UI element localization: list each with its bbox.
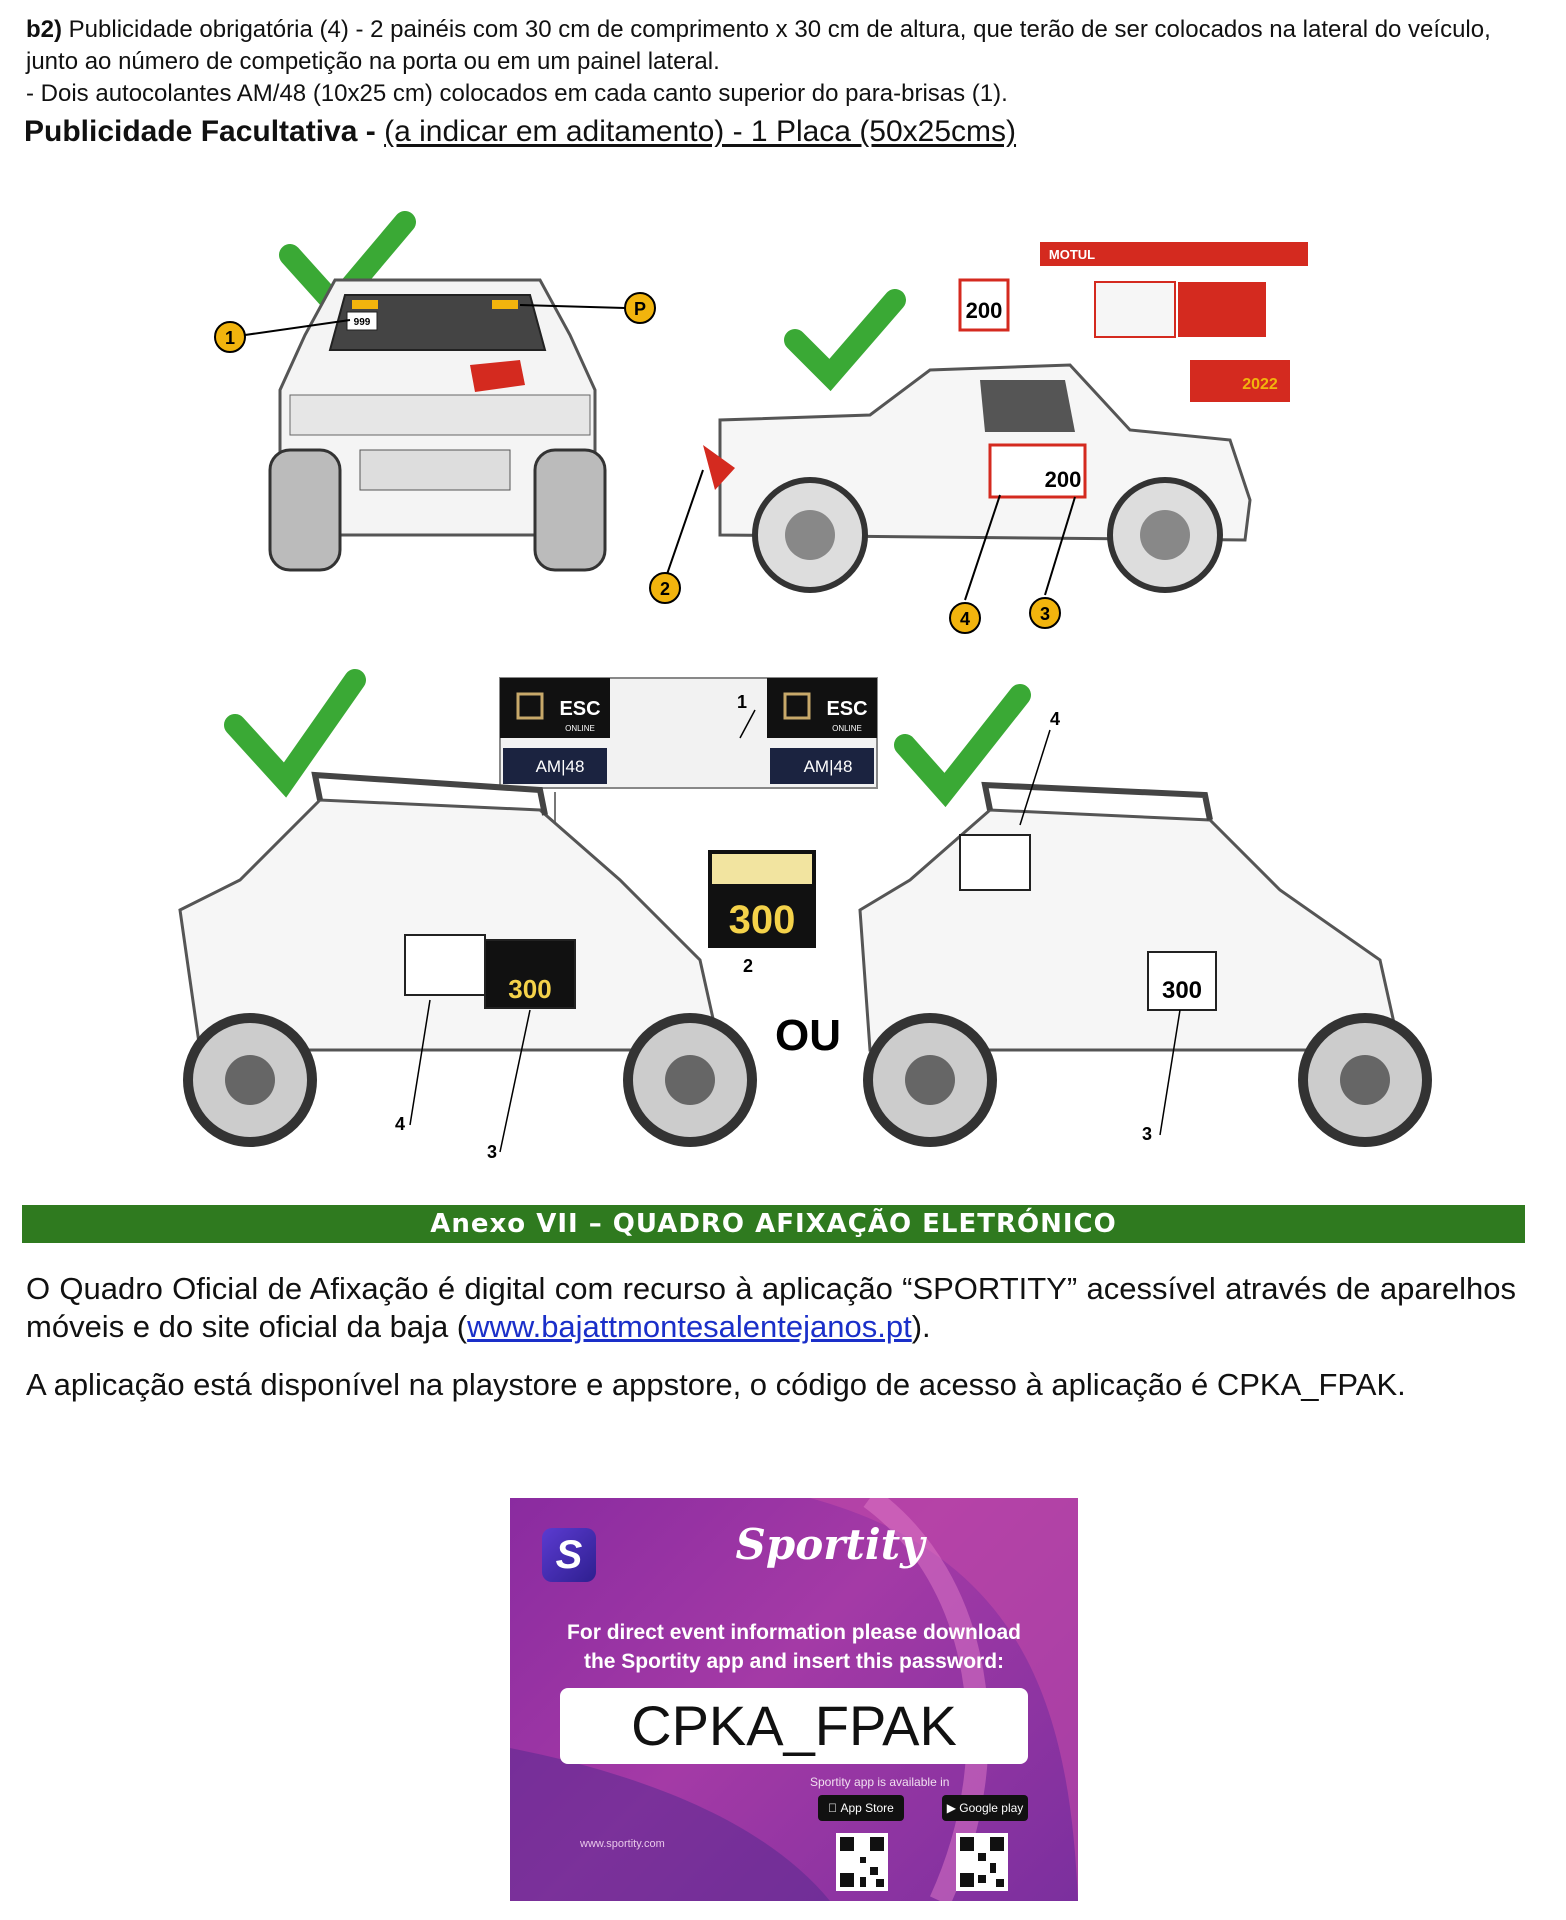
left-buggy-illustration: 300 4 3 <box>178 669 757 1162</box>
right-buggy-illustration: 300 4 3 <box>858 684 1432 1147</box>
optional-ad-label: Publicidade Facultativa - <box>24 115 376 148</box>
qr-code-icon <box>956 1833 1008 1891</box>
side-pickup-illustration: MOTUL 200 2022 200 2 4 3 <box>649 242 1308 634</box>
door-number-200: 200 <box>1045 467 1082 492</box>
section-b2-text: b2) Publicidade obrigatória (4) - 2 pain… <box>26 14 1546 110</box>
esc-left-sub: ONLINE <box>565 724 595 733</box>
appstore-badge[interactable]:  App Store <box>818 1795 904 1821</box>
callout-4 <box>949 602 981 634</box>
esc-left: ESC <box>559 698 600 720</box>
roof-number-200: 200 <box>966 298 1003 323</box>
right-label-4: 4 <box>1050 709 1060 729</box>
body-paragraph-2: A aplicação está disponível na playstore… <box>26 1367 1406 1402</box>
or-label: OU <box>775 1011 841 1060</box>
callout-2-label: 2 <box>660 579 670 599</box>
vehicle-placement-figure: 999 1 P MOTUL 200 2022 200 <box>178 211 1432 1162</box>
callout-p-label: P <box>634 299 646 319</box>
sportity-app-icon: S <box>542 1528 596 1582</box>
right-label-3: 3 <box>1142 1124 1152 1144</box>
availability-text: Sportity app is available in <box>810 1775 950 1789</box>
check-icon <box>784 289 906 392</box>
esc-right: ESC <box>826 698 867 720</box>
optional-advertising: Publicidade Facultativa - (a indicar em … <box>24 112 1016 152</box>
legend-label-1: 1 <box>737 692 747 712</box>
callout-1 <box>214 321 246 353</box>
sportity-website: www.sportity.com <box>580 1838 665 1850</box>
check-icon <box>224 669 366 798</box>
esc-right-sub: ONLINE <box>832 724 862 733</box>
buggy-number-plate: 300 2 OU <box>708 850 841 1060</box>
password-box: CPKA_FPAK <box>560 1688 1028 1764</box>
baja-website-link[interactable]: www.bajattmontesalentejanos.pt <box>467 1309 912 1344</box>
callout-3-label: 3 <box>1040 604 1050 624</box>
play-icon: ▶ <box>946 1801 956 1815</box>
callout-p <box>624 292 656 324</box>
left-label-4: 4 <box>395 1114 405 1134</box>
section-b2-text2: - Dois autocolantes AM/48 (10x25 cm) col… <box>26 80 1008 107</box>
body-text: O Quadro Oficial de Afixação é digital c… <box>26 1270 1516 1424</box>
left-label-3: 3 <box>487 1142 497 1162</box>
sportity-card: S Sportity For direct event information … <box>510 1498 1078 1901</box>
apple-icon:  <box>828 1801 837 1815</box>
card-message-line2: the Sportity app and insert this passwor… <box>583 1650 1005 1673</box>
card-message: For direct event information please down… <box>530 1618 1058 1676</box>
am48-left: AM|48 <box>536 757 585 776</box>
motul-label: MOTUL <box>1049 247 1095 262</box>
windshield-number: 999 <box>354 317 371 328</box>
am48-right: AM|48 <box>804 757 853 776</box>
googleplay-badge[interactable]: ▶ Google play <box>942 1795 1028 1821</box>
buggy-plate-number: 300 <box>729 898 796 942</box>
sticker-legend: ESC ONLINE ESC ONLINE AM|48 AM|48 1 <box>499 677 878 860</box>
check-icon <box>894 684 1031 808</box>
front-pickup-illustration: 999 1 P <box>214 211 656 572</box>
side-number-300: 300 <box>1162 977 1202 1004</box>
sportity-brand: Sportity <box>735 1520 925 1569</box>
section-b2-label: b2) <box>26 16 62 43</box>
body-p1-after: ). <box>911 1309 931 1344</box>
body-paragraph-1: O Quadro Oficial de Afixação é digital c… <box>26 1270 1516 1346</box>
callout-2 <box>649 572 681 604</box>
callout-4-label: 4 <box>960 609 970 629</box>
card-message-line1: For direct event information please down… <box>567 1621 1021 1644</box>
qr-code-icon <box>836 1833 888 1891</box>
optional-ad-text: (a indicar em aditamento) - 1 Placa (50x… <box>384 115 1017 148</box>
year-plate: 2022 <box>1242 376 1278 393</box>
annex-banner: Anexo VII – QUADRO AFIXAÇÃO ELETRÓNICO <box>22 1205 1525 1243</box>
roof-sponsor-strip <box>1040 242 1308 266</box>
section-b2-text1: Publicidade obrigatória (4) - 2 painéis … <box>26 16 1491 75</box>
door-number-300: 300 <box>508 974 551 1004</box>
legend-label-2: 2 <box>743 956 753 976</box>
googleplay-label: Google play <box>959 1801 1024 1815</box>
callout-3 <box>1029 597 1061 629</box>
appstore-label: App Store <box>834 1801 893 1815</box>
body-p1-before: O Quadro Oficial de Afixação é digital c… <box>26 1271 1516 1344</box>
callout-1-label: 1 <box>225 328 235 348</box>
